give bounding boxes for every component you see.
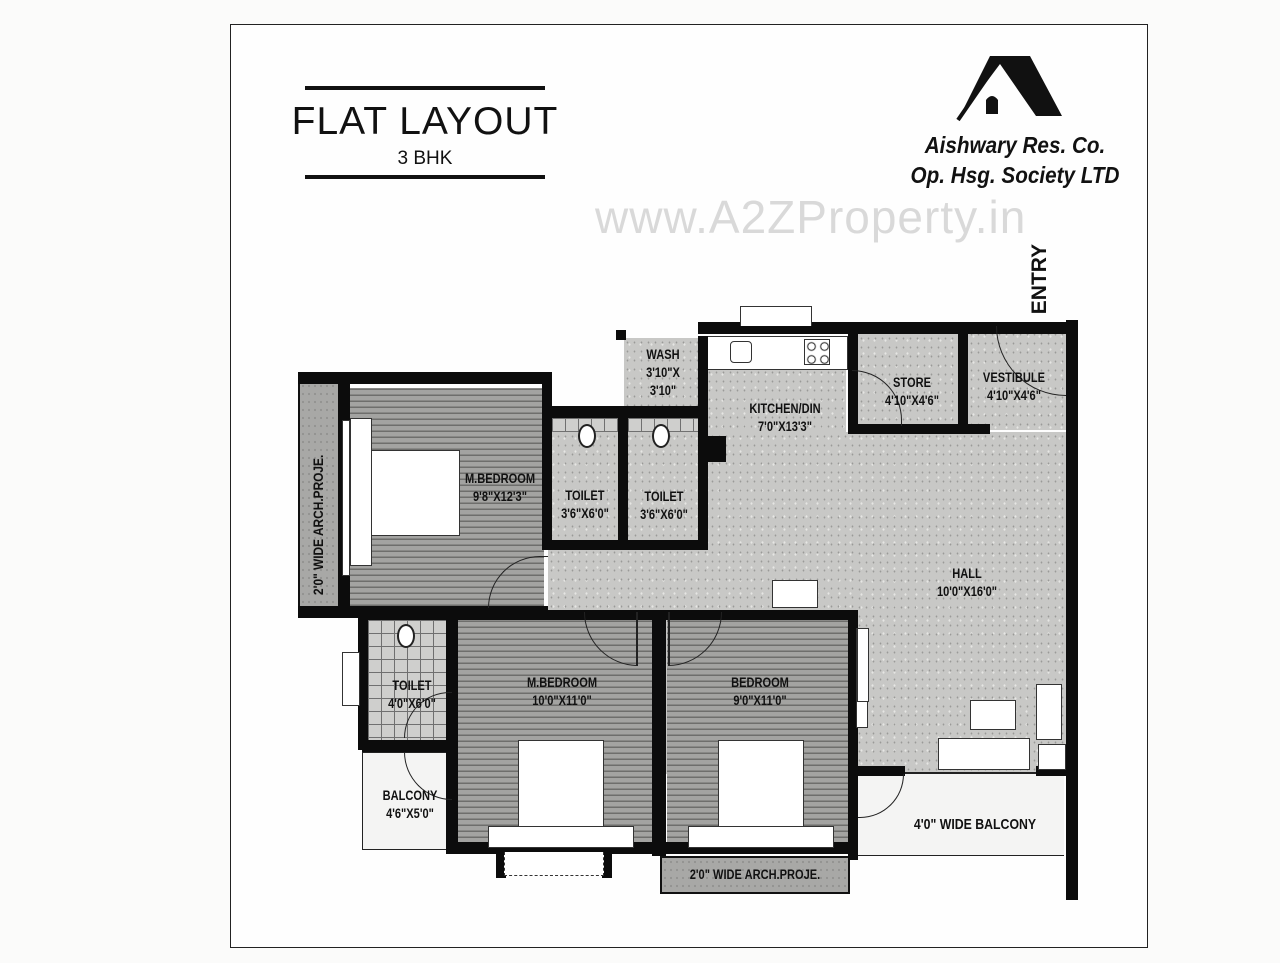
wash-name: WASH [646,347,680,362]
wash-dims-1: 3'10"X [646,365,680,380]
wall [362,740,454,752]
balcony-dims: 4'6"X5'0" [386,806,434,821]
toilet1-name: TOILET [565,488,605,503]
bottom-projection-label: 2'0" WIDE ARCH.PROJE. [689,867,821,882]
wall [708,436,726,462]
bedroom-dims: 9'0"X11'0" [733,693,787,708]
vestibule-dims: 4'10"X4'6" [987,388,1041,403]
bedroom-name: BEDROOM [731,675,789,690]
room-wide-balcony [858,772,1064,856]
room-wash [624,338,702,406]
hall-name: HALL [952,566,982,581]
armchair [1036,684,1062,740]
entry-marker: ENTRY [1010,244,1070,315]
bed [718,740,804,836]
wall [542,406,706,418]
entry-label: ENTRY [1028,243,1051,315]
pillow [350,418,372,566]
wall [848,424,990,434]
store-dims: 4'10"X4'6" [885,393,939,408]
wall [542,380,552,548]
mbed2-dims: 10'0"X11'0" [532,693,592,708]
kitchen-name: KITCHEN/DIN [749,401,821,416]
wall [855,766,905,776]
toilet-3-label: TOILET 4'0"X6'0" [378,677,447,713]
kitchen-dims: 7'0"X13'3" [758,419,812,434]
toilet-fixture-icon [397,624,415,648]
toilet2-dims: 3'6"X6'0" [640,507,688,522]
kitchen-label: KITCHEN/DIN 7'0"X13'3" [740,400,830,436]
wall [616,330,626,340]
wash-label: WASH 3'10"X 3'10" [631,346,695,400]
title-rule-bottom [305,175,545,179]
toilet2-name: TOILET [644,489,684,504]
store-name: STORE [893,375,931,390]
wall [958,330,968,430]
toilet3-dims: 4'0"X6'0" [388,696,436,711]
wall [1066,320,1078,900]
dining-table [772,580,818,608]
master-bedroom-2-label: M.BEDROOM 10'0"X11'0" [519,674,604,710]
balcony-name: BALCONY [382,788,438,803]
wall [618,418,628,548]
master-bedroom-1-label: M.BEDROOM 9'8"X12'3" [459,470,541,506]
toilet-1-label: TOILET 3'6"X6'0" [555,487,616,523]
wall [698,336,708,550]
bedroom-label: BEDROOM 9'0"X11'0" [717,674,802,710]
bottom-arch-projection [660,856,850,894]
window [342,420,350,576]
wall [602,850,612,878]
tv-unit [857,628,869,702]
page-subtitle: 3 BHK [397,148,453,169]
wash-dims-2: 3'10" [649,383,677,398]
wall [542,540,706,550]
window [740,306,812,326]
sofa [938,738,1030,770]
armchair [1038,744,1066,770]
toilet-fixture-icon [652,424,670,448]
wide-balcony-label: 4'0" WIDE BALCONY [913,816,1037,833]
watermark: www.A2ZProperty.in [595,191,1027,243]
toilet3-name: TOILET [392,678,432,693]
wall [652,610,666,856]
society-line-1: Aishwary Res. Co. [924,132,1106,158]
page-title: FLAT LAYOUT [291,100,559,143]
balcony-small-label: BALCONY 4'6"X5'0" [371,787,450,823]
society-line-2: Op. Hsg. Society LTD [910,162,1120,188]
toilet-fixture-icon [578,424,596,448]
wall [848,610,858,860]
toilet-2-label: TOILET 3'6"X6'0" [634,488,695,524]
mbed2-name: M.BEDROOM [526,675,598,690]
store-label: STORE 4'10"X4'6" [871,374,953,410]
hall-label: HALL 10'0"X16'0" [922,565,1012,601]
hall-dims: 10'0"X16'0" [936,584,998,599]
window [504,852,604,876]
title-rule-top [305,86,545,90]
window [342,652,360,706]
pillow [488,826,634,848]
vestibule-label: VESTIBULE 4'10"X4'6" [971,369,1056,405]
bed [368,450,460,536]
wall [298,372,552,384]
pillow [688,826,834,848]
stove-icon [804,339,830,365]
mbed1-name: M.BEDROOM [464,471,536,486]
society-name: Aishwary Res. Co. Op. Hsg. Society LTD [894,130,1137,190]
left-projection-label: 2'0" WIDE ARCH.PROJE. [310,454,326,595]
mbed1-dims: 9'8"X12'3" [473,489,527,504]
bed [518,740,604,836]
wall [496,850,506,878]
sink-icon [730,341,752,363]
coffee-table [970,700,1016,730]
vestibule-name: VESTIBULE [982,370,1046,385]
wall [1036,766,1070,776]
toilet1-dims: 3'6"X6'0" [561,506,609,521]
house-icon [956,56,1062,122]
wall [358,610,368,750]
